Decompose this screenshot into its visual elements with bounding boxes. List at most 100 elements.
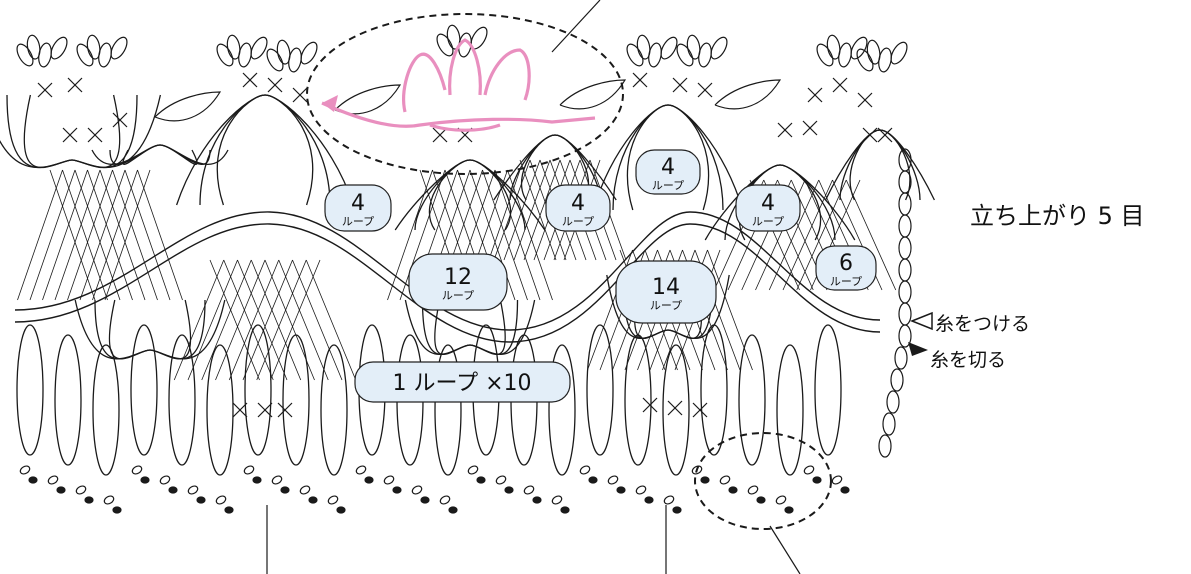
label-pill [815, 245, 877, 291]
chain-oval-filled [560, 506, 570, 514]
chain-oval [551, 495, 563, 505]
hatch-line [54, 169, 101, 301]
loop-count-number: 14 [652, 275, 680, 300]
stitch-symbols [16, 24, 908, 514]
chain-oval-filled [672, 506, 682, 514]
hatch-line [768, 179, 820, 291]
loop-count-unit: ループ [830, 275, 862, 288]
chain-oval [686, 34, 701, 60]
hatch-line [62, 169, 108, 301]
chain-oval [856, 48, 874, 72]
chain-oval-filled [812, 476, 822, 484]
dashed-callouts [306, 13, 832, 530]
hatch-line [187, 259, 238, 381]
label-pill [408, 253, 508, 311]
chain-oval [300, 41, 318, 65]
chain-oval [355, 465, 367, 475]
chain-oval-filled [588, 476, 598, 484]
hatch-line [305, 259, 357, 381]
chain-oval-filled [196, 496, 206, 504]
chain-oval [76, 43, 94, 67]
sc-cross [802, 120, 818, 136]
loop-count-number: 4 [661, 155, 675, 180]
chain-oval [890, 41, 908, 65]
sc-cross [642, 397, 658, 413]
leader-lines [266, 0, 801, 574]
loop-count-number: 12 [444, 265, 472, 290]
chain-oval [607, 475, 619, 485]
chain-oval [383, 475, 395, 485]
chain-oval [271, 475, 283, 485]
chain-oval [467, 465, 479, 475]
hatch-line [782, 179, 833, 291]
label-pill [324, 184, 392, 232]
petal-loop [244, 324, 272, 456]
chain-oval [775, 495, 787, 505]
cut-marker [908, 342, 928, 356]
label-pill [635, 149, 701, 195]
chain-oval [579, 465, 591, 475]
hatch-line [242, 259, 293, 381]
sc-cross [877, 127, 893, 143]
hatch-line [256, 259, 307, 381]
petal-loop [548, 344, 576, 476]
hatch-line [507, 169, 553, 301]
attach-marker [909, 311, 933, 331]
chain-oval [719, 475, 731, 485]
hatch-line [250, 259, 302, 381]
loop-count-number: 4 [351, 191, 365, 216]
leaf-stitch [154, 91, 222, 122]
chain-oval-filled [840, 486, 850, 494]
hatch-line [67, 169, 113, 301]
chain-oval-filled [728, 486, 738, 494]
edge-chain-oval [878, 434, 892, 458]
hatch-line [17, 169, 63, 301]
chain-oval [86, 34, 101, 60]
chain-oval [276, 39, 291, 65]
chain-oval [831, 475, 843, 485]
chain-oval [50, 36, 68, 60]
fan-loop [0, 94, 121, 169]
chain-oval-filled [532, 496, 542, 504]
sc-cross [37, 82, 53, 98]
chain-oval-filled [504, 486, 514, 494]
loop-count-unit: ループ [442, 289, 474, 302]
petal-loop [738, 334, 766, 466]
chain-oval-filled [756, 496, 766, 504]
chain-oval [226, 34, 241, 60]
hatch-line [209, 259, 260, 381]
chain-oval-filled [784, 506, 794, 514]
chain-oval-filled [56, 486, 66, 494]
hatch-line [173, 259, 225, 381]
edge-chain-oval [898, 236, 912, 260]
sc-cross [672, 77, 688, 93]
hatch-line [87, 169, 133, 301]
bottom-loop-text: 1 ループ ×10 [392, 371, 531, 396]
hatch-line [201, 259, 252, 381]
chain-oval [803, 465, 815, 475]
chain-oval [747, 485, 759, 495]
sc-cross [857, 92, 873, 108]
sc-cross [862, 127, 878, 143]
hatch-line [99, 169, 146, 301]
hatch-line [292, 259, 343, 381]
hatch-line [42, 169, 88, 301]
petal-loop [54, 334, 82, 466]
hatch-line [223, 259, 274, 381]
chain-oval [131, 465, 143, 475]
sc-cross [692, 402, 708, 418]
attach-yarn-note: 糸をつける [935, 313, 1031, 335]
chain-oval-filled [252, 476, 262, 484]
fan-loop [434, 299, 536, 355]
hatch-line [137, 169, 183, 301]
chain-oval-filled [420, 496, 430, 504]
hatch-line [523, 159, 561, 261]
loop-count-number: 4 [761, 191, 775, 216]
chain-oval-filled [280, 486, 290, 494]
label-pill [615, 260, 717, 324]
chain-oval-filled [224, 506, 234, 514]
